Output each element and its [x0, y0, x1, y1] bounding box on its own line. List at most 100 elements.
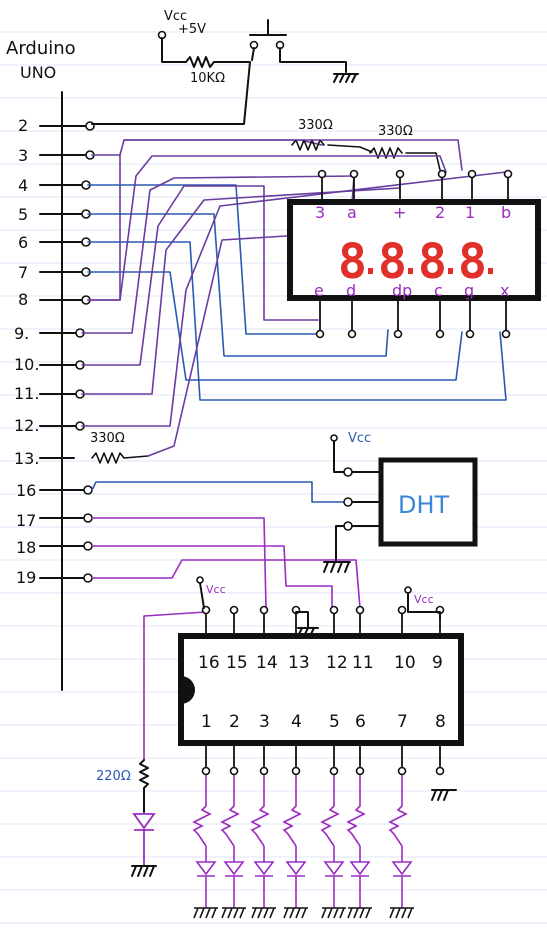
- pullup-resistor-label: 10KΩ: [190, 71, 225, 86]
- ic-bottom-pin: [355, 766, 365, 776]
- ic-bottom-pin: [259, 766, 269, 776]
- segment-top-pin: [437, 169, 447, 179]
- led-diode: [223, 846, 245, 908]
- segment-top-pin: [467, 169, 477, 179]
- ic-bottom-pin-label: 6: [355, 712, 366, 732]
- ground-symbol: [333, 73, 359, 83]
- ic-bottom-pin: [229, 766, 239, 776]
- segment-bottom-pin-label: d: [346, 281, 356, 300]
- pin-label: 9.: [14, 324, 29, 343]
- pin-label: 16: [16, 481, 36, 500]
- ic-vcc-left: Vcc: [206, 583, 226, 596]
- segment-bottom-pin: [347, 329, 357, 339]
- segment-bottom-pin: [501, 329, 511, 339]
- ic-top-pin-label: 14: [256, 653, 278, 673]
- board-title: Arduino: [6, 38, 76, 59]
- digit: 8: [418, 234, 447, 290]
- pin-label: 3: [18, 146, 28, 165]
- led-branch: [282, 775, 308, 919]
- ic-pin8-ground: [431, 789, 457, 801]
- ic-top-pin-label: 15: [226, 653, 248, 673]
- led-ground: [131, 865, 157, 877]
- led-diode: [285, 846, 307, 908]
- ic-top-pin: [259, 605, 269, 615]
- led-ground: [321, 907, 346, 919]
- pin-label: 10.: [14, 355, 39, 374]
- segment-bottom-pin-label: c: [434, 281, 443, 300]
- ic-bottom-pin: [201, 766, 211, 776]
- resistor-330-b: [369, 147, 403, 159]
- segment-top-pin-label: a: [347, 203, 357, 222]
- segment-top-pin: [395, 169, 405, 179]
- led-branch: [346, 775, 372, 919]
- led-resistor: [346, 775, 366, 847]
- ic-top-pin-label: 16: [198, 653, 220, 673]
- segment-bottom-pin: [315, 329, 325, 339]
- ic-bottom-pin-label: 1: [201, 712, 212, 732]
- dht-label: DHT: [398, 491, 450, 519]
- resistor-330-pin13: [91, 452, 149, 464]
- digit: 8: [458, 234, 487, 290]
- dht-vcc-label: Vcc: [348, 431, 371, 446]
- led-branch: [320, 775, 346, 919]
- led-ground: [283, 907, 308, 919]
- pin-label: 18: [16, 538, 36, 557]
- pin-label: 7: [18, 263, 28, 282]
- ic-body: [178, 633, 464, 746]
- segment-bottom-pin: [435, 329, 445, 339]
- segment-bottom-pin: [465, 329, 475, 339]
- led-branch: [250, 775, 276, 919]
- pin-label: 17: [16, 511, 36, 530]
- resistor-220: [139, 759, 149, 813]
- led-ground: [193, 907, 218, 919]
- segment-top-pin: [349, 169, 359, 179]
- ic-pin13-ground: [297, 627, 319, 635]
- dht-ground: [323, 561, 351, 573]
- led-ground: [221, 907, 246, 919]
- segment-top-pin-label: b: [501, 203, 511, 222]
- ic-top-pin: [355, 605, 365, 615]
- display-body: [287, 199, 541, 301]
- ic-top-pin-label: 13: [288, 653, 310, 673]
- pin-label: 6: [18, 233, 28, 252]
- segment-bottom-pin-label: dp: [392, 281, 412, 300]
- led-ground: [251, 907, 276, 919]
- led-resistor: [282, 775, 302, 847]
- ic-bottom-pin-label: 3: [259, 712, 270, 732]
- ic-bottom-pin: [291, 766, 301, 776]
- led-resistor: [388, 775, 408, 847]
- plus5v-label: +5V: [178, 22, 206, 37]
- ic-bottom-pin: [397, 766, 407, 776]
- led-ground: [389, 907, 414, 919]
- ic-top-pin: [329, 605, 339, 615]
- resistor-220-label: 220Ω: [96, 769, 131, 784]
- segment-top-pin: [317, 169, 327, 179]
- led-resistor: [192, 775, 212, 847]
- pin-label: 13.: [14, 449, 39, 468]
- pin-label: 8: [18, 290, 28, 309]
- dht-sensor: DHT Vcc: [323, 431, 478, 573]
- resistor-330-b-label: 330Ω: [378, 124, 413, 139]
- led-diode: [195, 846, 217, 908]
- ic-bottom-pin-label: 7: [397, 712, 408, 732]
- segment-bottom-pin-label: e: [314, 281, 324, 300]
- segment-top-pin-label: 1: [465, 203, 475, 222]
- segment-bottom-pin: [393, 329, 403, 339]
- ic-bottom-pin: [435, 766, 445, 776]
- ic-top-pin-label: 11: [352, 653, 374, 673]
- pin-label: 5: [18, 205, 28, 224]
- led-diode: [253, 846, 275, 908]
- pullup-resistor: [185, 56, 215, 68]
- segment-top-pin-label: +: [393, 203, 406, 222]
- decimal-point: [488, 268, 493, 274]
- led-resistor: [320, 775, 340, 847]
- ic-vcc-right: Vcc: [414, 593, 434, 606]
- wires: 330Ω: [81, 139, 507, 761]
- led-bank: [192, 775, 414, 919]
- pin-label: 4: [18, 176, 28, 195]
- pin-label: 2: [18, 116, 28, 135]
